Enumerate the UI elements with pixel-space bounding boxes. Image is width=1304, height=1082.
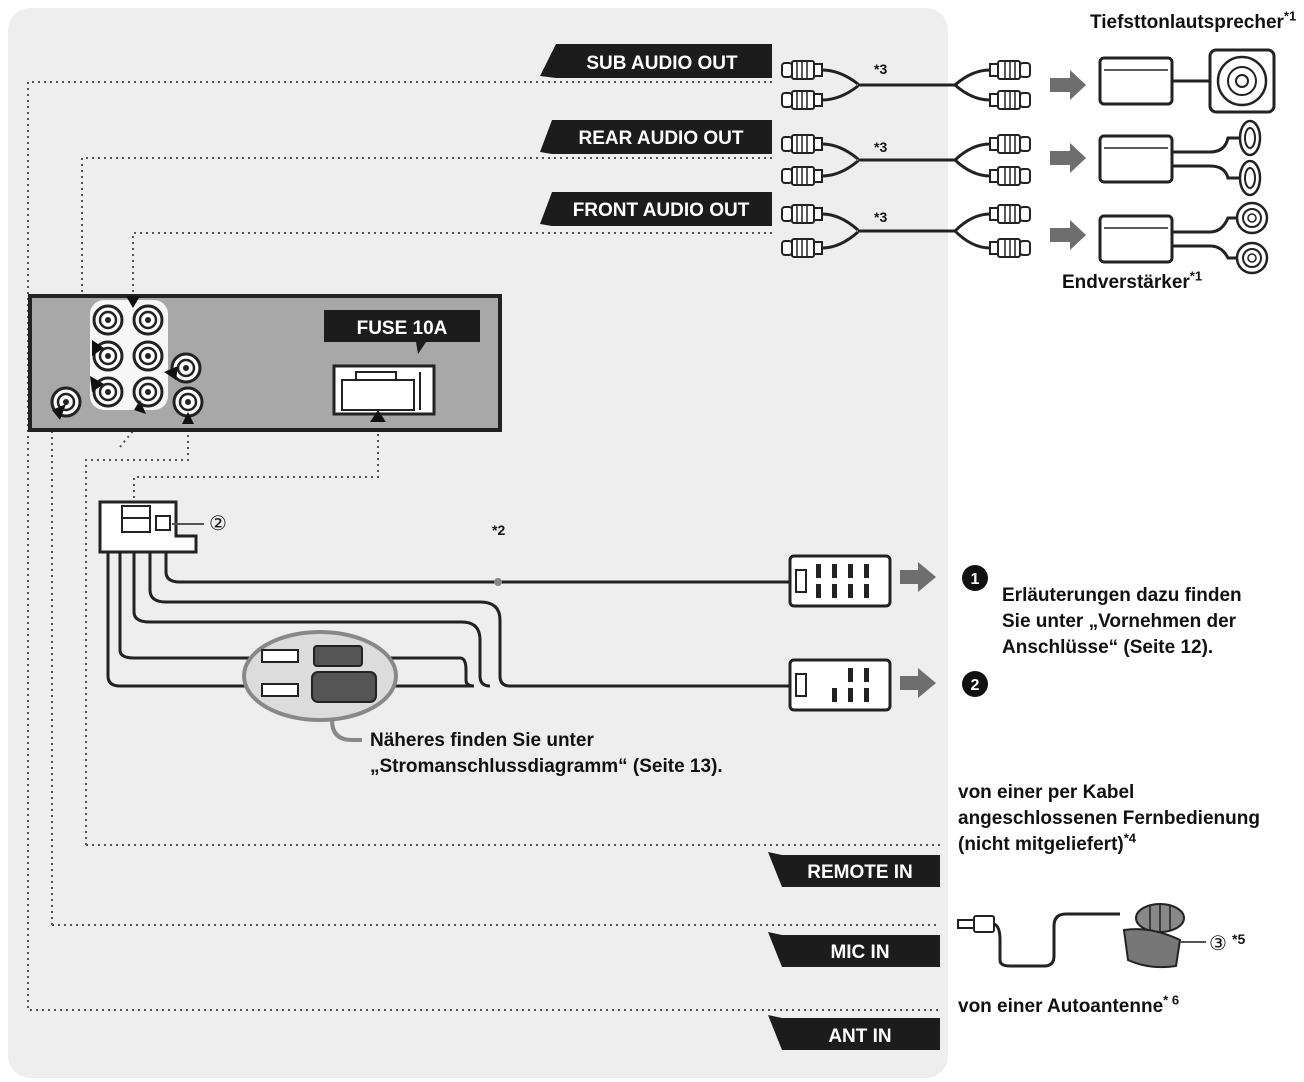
- ant-in-label: ANT IN: [768, 1015, 940, 1050]
- antenna-caption: von einer Autoantenne* 6: [958, 992, 1180, 1017]
- ant-in-text: ANT IN: [828, 1026, 891, 1047]
- connector-ref-2: ②: [209, 513, 227, 535]
- wire-junction: [494, 578, 502, 586]
- wire-harness: [106, 552, 790, 688]
- note-2: *2: [492, 522, 505, 538]
- amplifier-caption: Endverstärker*1: [1062, 268, 1203, 293]
- output-connector-1: [788, 554, 892, 608]
- rca-cable-front: [781, 204, 1031, 258]
- note-3-sub: *3: [874, 61, 887, 77]
- mic-in-label: MIC IN: [768, 932, 940, 967]
- mic-jack: [172, 386, 204, 418]
- rca-cable-rear: [781, 134, 1031, 186]
- remote-in-text: REMOTE IN: [807, 862, 913, 883]
- front-audio-out-label: FRONT AUDIO OUT: [540, 192, 772, 226]
- front-speaker-icon: [1235, 201, 1269, 235]
- note-3-front: *3: [874, 209, 887, 225]
- svg-text:2: 2: [971, 677, 980, 694]
- power-connection-highlight: [242, 630, 398, 742]
- head-unit-rear-panel: FUSE 10A: [28, 294, 502, 432]
- front-audio-out-text: FRONT AUDIO OUT: [573, 200, 750, 221]
- rear-speaker-icon-2: [1238, 159, 1262, 197]
- rear-speaker-icon: [1238, 119, 1262, 157]
- front-speaker-icon-2: [1235, 241, 1269, 275]
- connection-explanation: Erläuterungen dazu finden Sie unter „Vor…: [1002, 585, 1242, 658]
- number-badge-1: 1: [962, 565, 988, 591]
- svg-text:1: 1: [971, 571, 980, 588]
- sub-audio-out-text: SUB AUDIO OUT: [586, 53, 738, 74]
- power-diagram-reference: Näheres finden Sie unter „Stromanschluss…: [370, 730, 723, 777]
- rca-cable-sub: [781, 60, 1031, 110]
- fuse-label: FUSE 10A: [357, 318, 448, 339]
- arrowheads: [52, 296, 386, 424]
- front-amp-box: [1098, 214, 1174, 264]
- microphone-icon: [957, 903, 1206, 969]
- connector-ref-3: ③: [1209, 933, 1227, 955]
- remote-caption: von einer per Kabel angeschlossenen Fern…: [958, 782, 1260, 855]
- remote-in-label: REMOTE IN: [768, 852, 940, 887]
- rear-audio-out-text: REAR AUDIO OUT: [578, 128, 743, 149]
- connector-block: [98, 500, 204, 554]
- panel-background: [8, 8, 948, 1078]
- output-connector-2: [788, 658, 892, 712]
- note-3-rear: *3: [874, 139, 887, 155]
- grey-arrows: [900, 70, 1086, 698]
- rear-audio-out-label: REAR AUDIO OUT: [540, 120, 772, 154]
- sub-audio-out-label: SUB AUDIO OUT: [540, 44, 772, 78]
- rear-amp-box: [1098, 134, 1174, 184]
- subwoofer-speaker-icon: [1208, 48, 1276, 114]
- number-badge-2: 2: [962, 671, 988, 697]
- subwoofer-caption: Tiefsttonlautsprecher*1: [1090, 8, 1297, 33]
- note-5: *5: [1232, 931, 1245, 947]
- mic-in-text: MIC IN: [830, 942, 889, 963]
- subwoofer-amp-box: [1098, 56, 1174, 106]
- power-connector-socket: [332, 364, 436, 416]
